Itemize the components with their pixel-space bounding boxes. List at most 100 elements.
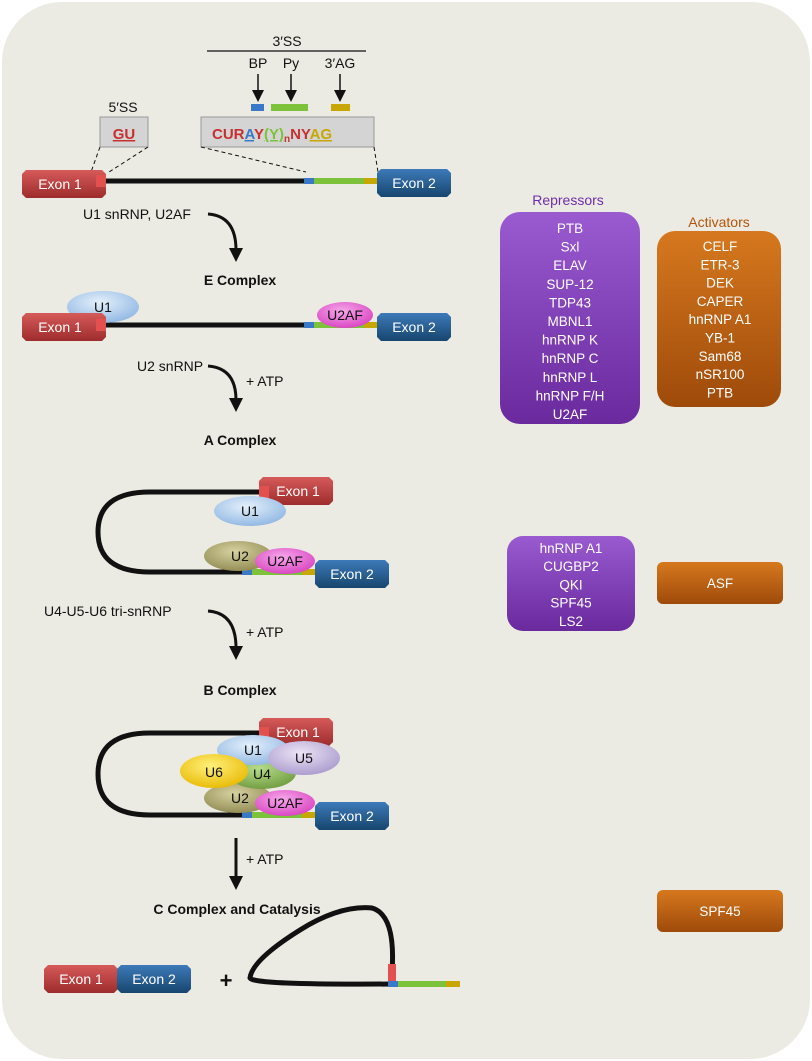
bp-label: BP	[249, 55, 268, 71]
activator-item: YB-1	[705, 331, 735, 346]
repressor-item: SPF45	[550, 596, 591, 611]
a-u1-particle	[214, 496, 286, 526]
activator-item: hnRNP A1	[689, 312, 752, 327]
seq-y-paren: (Y)	[264, 126, 284, 143]
activator-item: nSR100	[696, 367, 745, 382]
e-exon1-label: Exon 1	[38, 319, 82, 335]
step3-atp: + ATP	[246, 624, 283, 640]
b-bp-site	[242, 812, 252, 818]
b-u4-label: U4	[253, 766, 271, 782]
repressor-item: hnRNP A1	[540, 541, 603, 556]
b-u2af-label: U2AF	[267, 795, 303, 811]
e-u1-label: U1	[94, 299, 112, 315]
bp-marker	[251, 104, 264, 111]
lariat-py-tract	[398, 981, 446, 987]
repressor-item: MBNL1	[547, 314, 592, 329]
b-u6-label: U6	[205, 764, 223, 780]
repressor-item: hnRNP C	[542, 351, 599, 366]
step1-arrow	[207, 212, 238, 251]
b-five-ss-site	[259, 727, 269, 739]
step3-arrow	[207, 609, 238, 649]
c-exon2-box	[117, 965, 191, 993]
a-repressor-panel	[507, 536, 635, 631]
exon1-label: Exon 1	[38, 176, 82, 192]
a-five-ss-site	[259, 486, 269, 498]
repressor-item: U2AF	[553, 407, 588, 422]
gu-sequence: GU	[113, 126, 136, 143]
activator-item: CELF	[703, 239, 738, 254]
e-five-ss-site	[96, 319, 106, 331]
step4-arrowhead	[229, 876, 243, 890]
a-bp-site	[242, 569, 252, 575]
seq-y: Y	[254, 126, 264, 143]
five-ss-site	[96, 175, 106, 187]
seq-cur: CUR	[212, 126, 245, 143]
e-activator-panel	[657, 231, 781, 407]
five-ss-box	[99, 116, 149, 148]
five-ss-zoom-line-left	[90, 146, 101, 173]
a-activator-panel	[657, 562, 783, 604]
c-exon1-label: Exon 1	[59, 971, 103, 987]
c-activator-panel	[657, 890, 783, 932]
e-complex-label: E Complex	[204, 272, 277, 288]
step1-reagent: U1 snRNP, U2AF	[83, 206, 191, 222]
a-exon1-label: Exon 1	[276, 483, 320, 499]
exon2-label: Exon 2	[392, 175, 436, 191]
seq-a: A	[245, 126, 256, 143]
step2-reagent: U2 snRNP	[137, 358, 203, 374]
ag-label: 3′AG	[325, 55, 356, 71]
seq-n-sub: n	[284, 134, 290, 145]
step2-atp: + ATP	[246, 373, 283, 389]
lariat-five-ss	[388, 964, 396, 982]
activator-item: PTB	[707, 385, 733, 400]
b-ag-site	[302, 812, 316, 818]
repressor-item: SUP-12	[546, 277, 593, 292]
ag-marker	[331, 104, 350, 111]
activators-title: Activators	[688, 214, 749, 230]
step1-arrowhead	[229, 248, 243, 262]
a-exon1-box	[259, 477, 333, 505]
five-ss-label: 5′SS	[108, 99, 137, 115]
three-ss-label: 3′SS	[272, 33, 301, 49]
a-u2-label: U2	[231, 548, 249, 564]
activator-item: ETR-3	[700, 257, 739, 272]
step2-arrowhead	[229, 398, 243, 412]
lariat-bp-site	[388, 981, 398, 987]
five-ss-zoom-line-right	[108, 146, 149, 173]
b-u5-particle	[268, 741, 340, 775]
a-exon2-label: Exon 2	[330, 566, 374, 582]
e-u2af-particle	[317, 302, 373, 328]
repressor-item: hnRNP F/H	[536, 388, 605, 403]
a-activator-label: ASF	[707, 576, 733, 591]
repressor-item: CUGBP2	[543, 559, 599, 574]
step3-arrowhead	[229, 646, 243, 660]
repressors-title: Repressors	[532, 192, 604, 208]
repressor-item: hnRNP L	[543, 370, 598, 385]
c-exon2-label: Exon 2	[132, 971, 176, 987]
exon2-box	[377, 169, 451, 197]
b-intron-loop	[95, 730, 262, 818]
plus-sign: +	[220, 968, 233, 993]
e-ag-site	[364, 322, 378, 328]
py-marker	[271, 104, 308, 111]
b-complex-label: B Complex	[203, 682, 276, 698]
repressor-item: TDP43	[549, 295, 591, 310]
e-u2af-label: U2AF	[327, 307, 363, 323]
repressor-item: LS2	[559, 614, 583, 629]
e-exon2-label: Exon 2	[392, 319, 436, 335]
repressor-item: Sxl	[561, 240, 580, 255]
activator-item: CAPER	[697, 294, 744, 309]
repressor-item: QKI	[559, 577, 582, 592]
a-ag-site	[302, 569, 316, 575]
three-ss-sequence: CURAY(Y)nNYAG	[212, 126, 332, 145]
b-exon2-box	[315, 802, 389, 830]
b-u1-label: U1	[244, 742, 262, 758]
b-u6-particle	[180, 754, 248, 788]
step2-arrow	[207, 364, 238, 401]
activator-item: Sam68	[699, 349, 742, 364]
b-u2-label: U2	[231, 790, 249, 806]
